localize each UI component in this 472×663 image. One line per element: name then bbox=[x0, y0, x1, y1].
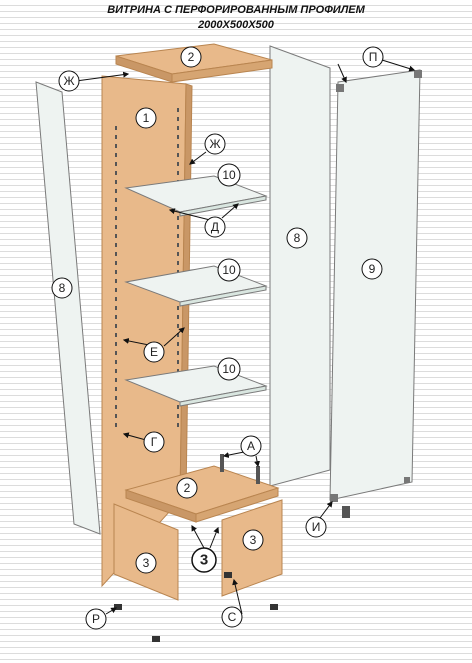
svg-text:9: 9 bbox=[369, 262, 376, 276]
leader-bracket-top bbox=[75, 71, 130, 82]
glass-door-right bbox=[329, 69, 421, 501]
svg-text:2: 2 bbox=[184, 481, 191, 495]
leader-feet-s bbox=[232, 578, 243, 615]
callout-bracket-top: Ж bbox=[58, 70, 80, 92]
callout-plinth-right: 3 bbox=[242, 529, 264, 551]
leader-feet-r bbox=[105, 607, 118, 615]
glass-door-left bbox=[35, 81, 101, 535]
glass-shelf-3-edge bbox=[179, 385, 267, 407]
callout-hinge-top: П bbox=[362, 46, 384, 68]
callout-glass-door-left: 8 bbox=[51, 277, 73, 299]
callout-profile-g: Г bbox=[143, 431, 165, 453]
svg-text:1: 1 bbox=[143, 111, 150, 125]
callout-lock: И bbox=[305, 516, 327, 538]
leader-profile-e-right bbox=[163, 327, 185, 347]
hinge-bottom-right bbox=[404, 477, 410, 483]
callout-plinth-front: 3 bbox=[191, 547, 217, 573]
callout-shelf-3: 10 bbox=[217, 357, 241, 381]
callout-top-panel: 2 bbox=[180, 46, 202, 68]
leader-bracket-mid bbox=[189, 151, 207, 165]
top-panel-edge-right bbox=[171, 59, 273, 83]
leader-hinge-left bbox=[337, 63, 347, 84]
svg-text:А: А bbox=[247, 439, 255, 453]
callout-shelf-1: 10 bbox=[217, 163, 241, 187]
callout-bracket-mid: Ж bbox=[204, 133, 226, 155]
svg-text:Г: Г bbox=[151, 435, 158, 449]
callout-feet-s: С bbox=[221, 606, 243, 628]
svg-text:3: 3 bbox=[250, 533, 257, 547]
glass-back bbox=[269, 45, 331, 487]
leader-hinge-right bbox=[381, 59, 416, 72]
svg-text:8: 8 bbox=[59, 281, 66, 295]
leader-3-right bbox=[209, 526, 220, 549]
diagram-title: ВИТРИНА С ПЕРФОРИРОВАННЫМ ПРОФИЛЕМ bbox=[107, 4, 365, 16]
leader-3-left bbox=[191, 524, 205, 549]
svg-text:Ж: Ж bbox=[209, 137, 220, 151]
svg-text:Ж: Ж bbox=[63, 74, 74, 88]
svg-text:Д: Д bbox=[211, 220, 219, 234]
diagram-dimensions: 2000Х500Х500 bbox=[198, 19, 274, 31]
leader-confirmat-right bbox=[254, 455, 261, 468]
hinge-top-right bbox=[414, 70, 422, 78]
svg-text:10: 10 bbox=[222, 362, 236, 376]
svg-text:3: 3 bbox=[200, 552, 208, 569]
leader-lock bbox=[319, 501, 333, 519]
svg-text:3: 3 bbox=[143, 556, 150, 570]
foot-r-2 bbox=[152, 636, 160, 642]
svg-text:10: 10 bbox=[222, 168, 236, 182]
hinge-top-left bbox=[336, 84, 344, 92]
leader-holder-left bbox=[168, 208, 211, 221]
svg-text:П: П bbox=[369, 50, 378, 64]
glass-shelf-1-edge bbox=[179, 195, 267, 217]
callout-confirmat: А bbox=[240, 435, 262, 457]
callout-shelf-2: 10 bbox=[217, 258, 241, 282]
callout-bottom-panel: 2 bbox=[176, 477, 198, 499]
svg-text:Е: Е bbox=[150, 345, 158, 359]
callout-glass-door-right: 9 bbox=[361, 258, 383, 280]
lock-body bbox=[342, 506, 350, 518]
svg-text:8: 8 bbox=[294, 231, 301, 245]
foot-s-2 bbox=[270, 604, 278, 610]
confirmat-2 bbox=[256, 466, 260, 484]
svg-text:10: 10 bbox=[222, 263, 236, 277]
callout-glass-back: 8 bbox=[286, 227, 308, 249]
svg-text:2: 2 bbox=[188, 50, 195, 64]
plinth-left bbox=[113, 503, 179, 601]
leader-holder-right bbox=[221, 203, 239, 219]
bottom-panel-edge-right bbox=[195, 487, 279, 523]
callout-shelf-holder: Д bbox=[204, 216, 226, 238]
callout-side-panel: 1 bbox=[135, 107, 157, 129]
svg-text:Р: Р bbox=[92, 612, 100, 626]
confirmat-1 bbox=[220, 454, 224, 472]
callout-feet-r: Р bbox=[85, 608, 107, 630]
svg-text:С: С bbox=[228, 610, 237, 624]
foot-r-1 bbox=[114, 604, 122, 610]
leader-profile-g bbox=[122, 432, 147, 441]
callout-profile-e: Е bbox=[143, 341, 165, 363]
foot-s-1 bbox=[224, 572, 232, 578]
hinge-bottom bbox=[330, 494, 338, 502]
glass-shelf-2-edge bbox=[179, 285, 267, 307]
callout-plinth-left: 3 bbox=[135, 552, 157, 574]
svg-text:И: И bbox=[312, 520, 321, 534]
leader-confirmat-left bbox=[222, 451, 245, 459]
